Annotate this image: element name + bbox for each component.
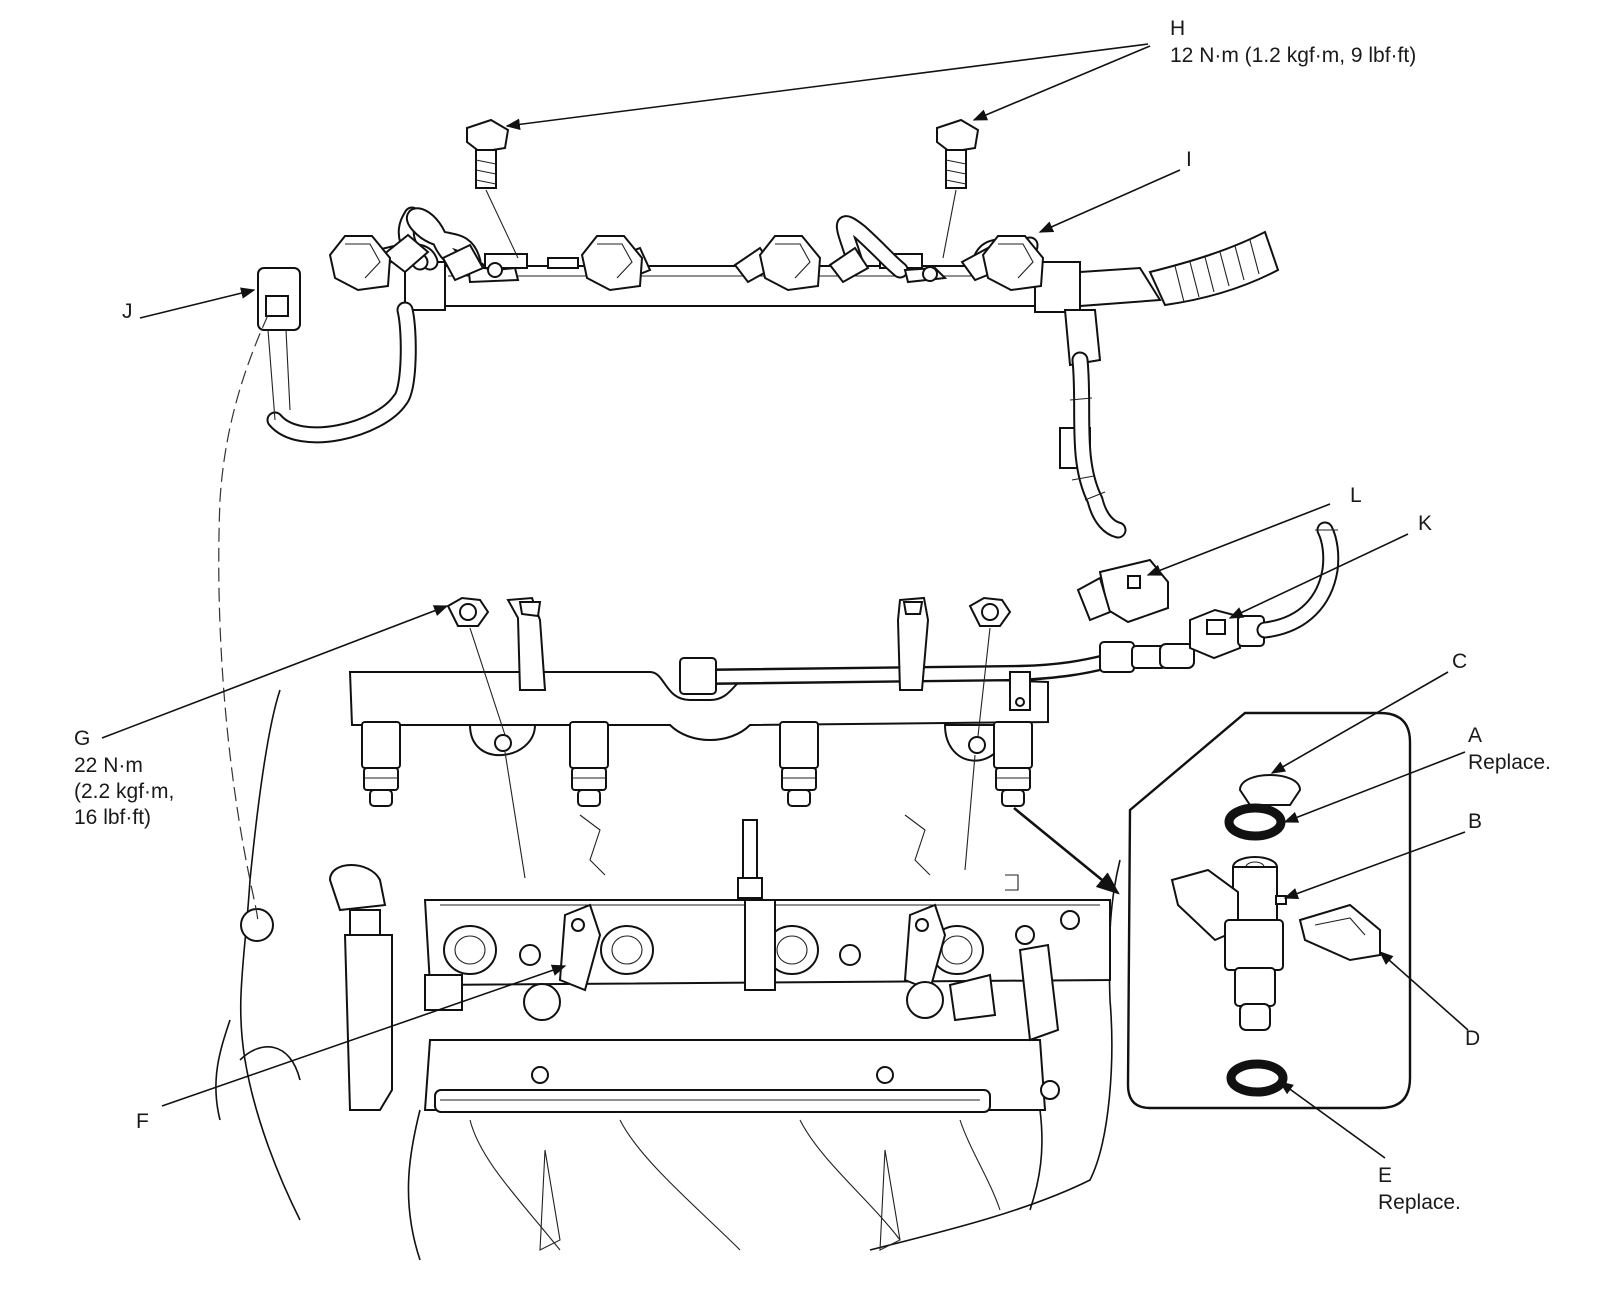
injector-row: [361, 721, 1033, 807]
label-g-torque-3: 16 lbf·ft): [74, 806, 151, 829]
label-h-torque: 12 N·m (1.2 kgf·m, 9 lbf·ft): [1170, 44, 1416, 67]
j-connector-guide-line: [218, 314, 269, 926]
rail-nut-left: [446, 596, 506, 736]
label-g-torque-1: 22 N·m: [74, 754, 143, 777]
injector-connector-3: [758, 235, 822, 292]
o-ring-a-icon: [1224, 803, 1286, 841]
label-k: K: [1418, 512, 1432, 535]
harness-bolt-left: [466, 118, 519, 259]
injector-detail-inset: [1013, 711, 1412, 1110]
quick-connect-cover-l: [1076, 558, 1169, 624]
injector-cushion-c: [1238, 774, 1302, 806]
label-f: F: [136, 1110, 149, 1133]
fuel-injector-1: [361, 721, 401, 807]
label-g-torque-2: (2.2 kgf·m,: [74, 780, 174, 803]
fuel-injector-2: [569, 721, 609, 807]
label-d: D: [1465, 1027, 1480, 1050]
callout-labels: H 12 N·m (1.2 kgf·m, 9 lbf·ft) I J L K C…: [74, 17, 1551, 1214]
intake-manifold: [215, 689, 1121, 1261]
harness-bolt-right: [936, 118, 980, 259]
fuel-feed-hose-k: [1189, 521, 1340, 660]
injector-connector-group: [328, 235, 1045, 292]
intake-ports: [443, 925, 984, 975]
o-ring-e-icon: [1226, 1059, 1288, 1097]
label-g: G: [74, 727, 90, 750]
harness-connector-j: [257, 267, 417, 444]
fuel-rail-assembly: [348, 596, 1195, 762]
injector-connector-1: [328, 235, 392, 292]
label-e: E: [1378, 1164, 1392, 1187]
leader-lines: [101, 43, 1469, 1159]
label-l: L: [1350, 484, 1362, 507]
label-a: A: [1468, 724, 1482, 747]
injector-projection-lines: [504, 751, 976, 879]
fuel-injector-4: [993, 721, 1033, 807]
label-b: B: [1468, 810, 1482, 833]
label-c: C: [1452, 650, 1467, 673]
label-e-note: Replace.: [1378, 1191, 1461, 1214]
fuel-injector-3: [779, 721, 819, 807]
label-i: I: [1186, 148, 1192, 171]
injector-connector-2: [580, 235, 644, 292]
rail-nut-right: [968, 596, 1012, 737]
inset-fuel-injector: [1170, 856, 1287, 1031]
injector-connector-4: [981, 235, 1045, 292]
label-a-note: Replace.: [1468, 751, 1551, 774]
label-h: H: [1170, 17, 1185, 40]
label-j: J: [122, 300, 133, 323]
